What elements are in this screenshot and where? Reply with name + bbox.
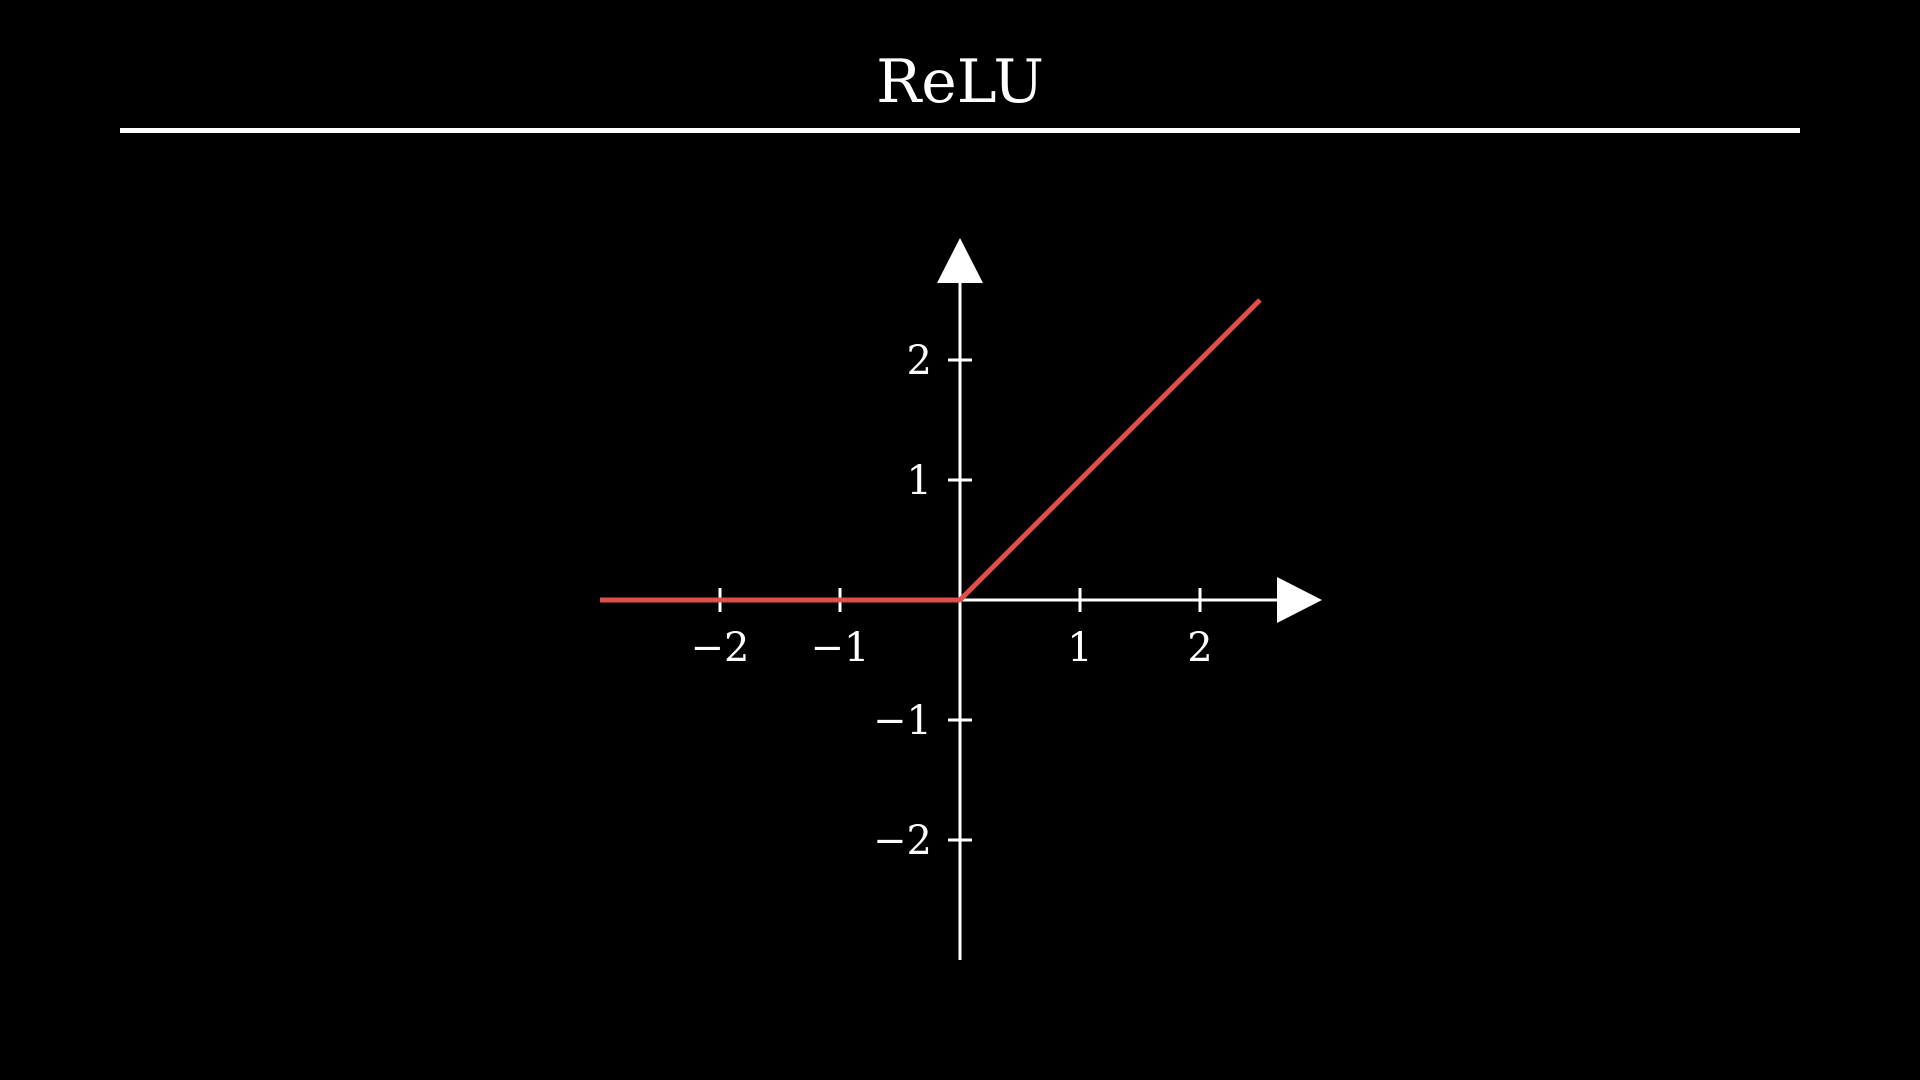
y-tick-label: 1 <box>907 458 932 504</box>
y-tick-label: 2 <box>907 338 932 384</box>
x-tick-label: 2 <box>1187 625 1212 671</box>
x-axis-arrowhead <box>1277 577 1322 623</box>
chart-title: ReLU <box>876 47 1044 117</box>
title-underline <box>120 128 1800 133</box>
x-ticks: −2 −1 1 2 <box>691 588 1213 671</box>
y-tick-label: −1 <box>873 698 932 744</box>
y-ticks: 2 1 −1 −2 <box>873 338 972 864</box>
x-tick-label: 1 <box>1067 625 1092 671</box>
x-tick-label: −1 <box>811 625 870 671</box>
x-tick-label: −2 <box>691 625 750 671</box>
relu-curve <box>600 298 1262 603</box>
series-layer <box>600 298 1262 603</box>
y-axis-arrowhead <box>937 238 983 283</box>
y-tick-label: −2 <box>873 818 932 864</box>
